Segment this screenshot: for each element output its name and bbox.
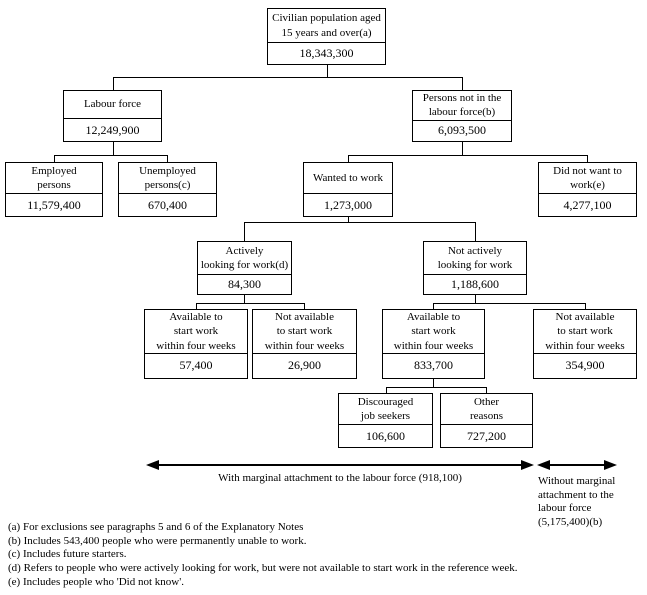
- connector-line: [433, 303, 586, 304]
- footnote-b: (b) Includes 543,400 people who were per…: [8, 534, 307, 547]
- footnote-a: (a) For exclusions see paragraphs 5 and …: [8, 521, 304, 533]
- node-label: Actively looking for work(d): [198, 242, 291, 275]
- node-other-reasons: Other reasons 727,200: [440, 393, 533, 448]
- node-value: 1,188,600: [451, 277, 499, 291]
- node-label: Not actively looking for work: [424, 242, 526, 275]
- node-value: 11,579,400: [27, 197, 81, 212]
- connector-line: [244, 222, 476, 223]
- node-label: Other reasons: [441, 394, 532, 425]
- node-available-not-actively: Available to start work within four week…: [382, 309, 485, 379]
- node-value: 26,900: [288, 358, 321, 373]
- footnote-c: (c) Includes future starters.: [8, 548, 127, 561]
- footnote-d: (d) Refers to people who were actively l…: [8, 562, 518, 575]
- connector-line: [113, 142, 114, 156]
- connector-line: [433, 303, 434, 309]
- node-unemployed-persons: Unemployed persons(c) 670,400: [118, 162, 217, 217]
- node-value: 670,400: [148, 197, 187, 212]
- arrowhead-left-icon: [537, 460, 550, 470]
- arrowhead-left-icon: [146, 460, 159, 470]
- node-value: 106,600: [366, 428, 405, 443]
- connector-line: [475, 295, 476, 304]
- connector-line: [244, 295, 245, 304]
- without-marginal-attachment-label: Without marginal attachment to the labou…: [538, 475, 616, 528]
- footnote-e: (e) Includes people who 'Did not know'.: [8, 575, 184, 588]
- node-labour-force: Labour force 12,249,900: [63, 90, 162, 142]
- node-label: Labour force: [64, 91, 161, 119]
- node-label: Persons not in the labour force(b): [413, 91, 511, 121]
- node-not-available-not-actively: Not available to start work within four …: [533, 309, 637, 379]
- with-marginal-attachment-arrow: [146, 460, 534, 470]
- node-employed-persons: Employed persons 11,579,400: [5, 162, 103, 217]
- node-label: Available to start work within four week…: [383, 310, 484, 354]
- node-discouraged-job-seekers: Discouraged job seekers 106,600: [338, 393, 433, 448]
- node-label: Employed persons: [6, 163, 102, 194]
- node-value: 12,249,900: [85, 122, 140, 137]
- node-not-actively-looking: Not actively looking for work 1,188,600: [423, 241, 527, 295]
- connector-line: [167, 155, 168, 162]
- arrowhead-right-icon: [604, 460, 617, 470]
- node-value: 4,277,100: [563, 197, 612, 212]
- node-value: 18,343,300: [299, 46, 354, 60]
- node-label: Not available to start work within four …: [534, 310, 636, 354]
- node-not-available-actively: Not available to start work within four …: [252, 309, 357, 379]
- footnotes: (a) For exclusions see paragraphs 5 and …: [8, 521, 638, 590]
- connector-line: [433, 379, 434, 388]
- with-marginal-attachment-label: With marginal attachment to the labour f…: [218, 472, 462, 484]
- arrowhead-right-icon: [521, 460, 534, 470]
- node-value: 354,900: [565, 358, 605, 373]
- connector-line: [54, 155, 168, 156]
- node-value: 1,273,000: [324, 197, 372, 212]
- connector-line: [486, 387, 487, 393]
- connector-line: [304, 303, 305, 309]
- node-label: Available to start work within four week…: [145, 310, 247, 354]
- node-not-in-labour-force: Persons not in the labour force(b) 6,093…: [412, 90, 512, 142]
- node-civilian-population: Civilian population aged 15 years and ov…: [267, 8, 386, 65]
- node-label: Unemployed persons(c): [119, 163, 216, 194]
- connector-line: [113, 77, 463, 78]
- without-marginal-attachment-arrow: [537, 460, 617, 470]
- node-did-not-want-to-work: Did not want to work(e) 4,277,100: [538, 162, 637, 217]
- connector-line: [196, 303, 305, 304]
- connector-line: [348, 155, 349, 162]
- connector-line: [348, 155, 588, 156]
- node-label: Did not want to work(e): [539, 163, 636, 194]
- connector-line: [54, 155, 55, 162]
- connector-line: [462, 142, 463, 156]
- connector-line: [113, 77, 114, 90]
- node-value: 84,300: [228, 277, 261, 291]
- node-actively-looking: Actively looking for work(d) 84,300: [197, 241, 292, 295]
- connector-line: [386, 387, 487, 388]
- node-label: Wanted to work: [304, 163, 392, 194]
- connector-line: [462, 77, 463, 90]
- connector-line: [196, 303, 197, 309]
- node-label: Discouraged job seekers: [339, 394, 432, 425]
- node-wanted-to-work: Wanted to work 1,273,000: [303, 162, 393, 217]
- connector-line: [386, 387, 387, 393]
- node-value: 57,400: [179, 358, 213, 373]
- connector-line: [587, 155, 588, 162]
- connector-line: [348, 217, 349, 223]
- connector-line: [327, 65, 328, 78]
- connector-line: [475, 222, 476, 241]
- node-value: 833,700: [414, 358, 453, 373]
- node-label: Civilian population aged 15 years and ov…: [268, 9, 385, 43]
- node-label: Not available to start work within four …: [253, 310, 356, 354]
- node-value: 6,093,500: [438, 123, 486, 138]
- node-available-actively: Available to start work within four week…: [144, 309, 248, 379]
- node-value: 727,200: [467, 428, 506, 443]
- connector-line: [585, 303, 586, 309]
- connector-line: [244, 222, 245, 241]
